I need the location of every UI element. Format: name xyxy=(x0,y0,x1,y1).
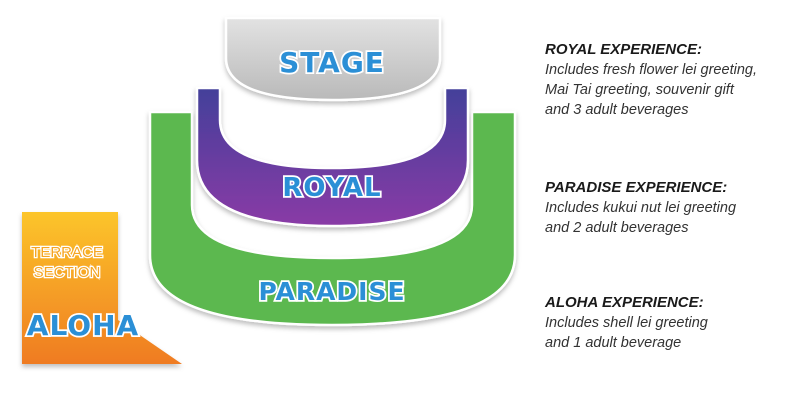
aloha-experience: ALOHA EXPERIENCE: Includes shell lei gre… xyxy=(545,293,795,353)
paradise-experience-line: and 2 adult beverages xyxy=(545,220,689,236)
royal-label: ROYAL xyxy=(282,173,381,203)
aloha-experience-line: and 1 adult beverage xyxy=(545,335,682,351)
aloha-experience-line: Includes shell lei greeting xyxy=(545,315,708,331)
royal-experience: ROYAL EXPERIENCE: Includes fresh flower … xyxy=(545,40,795,120)
stage-section xyxy=(224,16,442,102)
aloha-label: ALOHA xyxy=(27,309,139,342)
royal-section[interactable] xyxy=(195,86,470,228)
paradise-experience-line: Includes kukui nut lei greeting xyxy=(545,200,737,216)
paradise-experience: PARADISE EXPERIENCE: Includes kukui nut … xyxy=(545,178,795,238)
paradise-section[interactable] xyxy=(148,110,517,327)
aloha-section[interactable] xyxy=(22,212,182,364)
royal-experience-title: ROYAL EXPERIENCE: xyxy=(545,41,702,58)
paradise-experience-title: PARADISE EXPERIENCE: xyxy=(545,179,728,196)
terrace-label-line2: SECTION xyxy=(34,264,101,281)
royal-experience-line: Mai Tai greeting, souvenir gift xyxy=(545,82,734,98)
stage-label: STAGE xyxy=(279,46,385,79)
aloha-experience-title: ALOHA EXPERIENCE: xyxy=(545,294,704,311)
royal-experience-line: Includes fresh flower lei greeting, xyxy=(545,62,757,78)
royal-experience-line: and 3 adult beverages xyxy=(545,102,689,118)
terrace-label-line1: TERRACE xyxy=(31,244,103,261)
paradise-label: PARADISE xyxy=(258,277,405,306)
